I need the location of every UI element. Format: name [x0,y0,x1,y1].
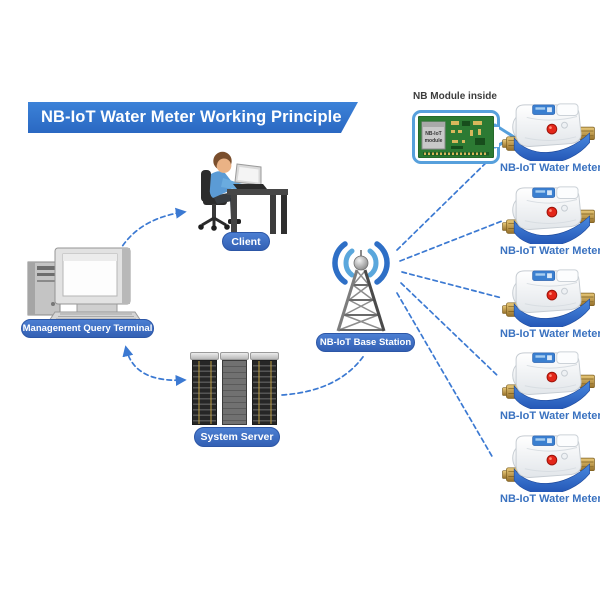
client-badge: Client [222,232,270,251]
server-rack [192,360,217,425]
water-meter-icon [502,103,595,161]
water-meter-label: NB-IoT Water Meter [500,410,600,422]
server-cap [250,352,279,360]
server-rack [222,360,247,425]
pcb-chip-label-line2: module [425,138,443,144]
server-badge: System Server [194,427,280,447]
base-station-badge: NB-IoT Base Station [316,333,415,352]
terminal-badge: Management Query Terminal [21,319,154,338]
page-title: NB-IoT Water Meter Working Principle [28,102,358,133]
water-meter-node: NB-IoT Water Meter [500,432,600,505]
server-rack [252,360,277,425]
server-cap [220,352,249,360]
base-station-tower-icon [332,241,390,332]
water-meter-label: NB-IoT Water Meter [500,162,600,174]
radio-waves-icon [332,241,390,285]
water-meter-node: NB-IoT Water Meter [500,349,600,422]
link-station-meter-3 [401,271,503,299]
water-meter-node: NB-IoT Water Meter [500,184,600,257]
water-meter-label: NB-IoT Water Meter [500,245,600,257]
water-meter-label: NB-IoT Water Meter [500,493,600,505]
link-station-meter-2 [399,220,503,262]
water-meter-node: NB-IoT Water Meter [500,101,600,174]
person-at-desk-icon [198,151,288,234]
module-callout-box: NB-IoT module [412,110,500,164]
server-rack-icon [190,352,280,430]
server-cap [190,352,219,360]
water-meter-icon [502,434,595,492]
water-meter-icon [502,269,595,327]
water-meter-icon [502,351,595,409]
link-station-meter-4 [400,282,500,378]
module-label: NB Module inside [413,91,497,102]
pcb-module-icon: NB-IoT module [418,116,494,158]
link-server-basestation [281,353,366,396]
pcb-chip-label-line1: NB-IoT [425,131,441,137]
water-meter-label: NB-IoT Water Meter [500,328,600,340]
link-station-meter-5 [396,292,494,459]
arrow-terminal-server [122,345,187,387]
water-meter-icon [502,186,595,244]
water-meter-node: NB-IoT Water Meter [500,267,600,340]
desktop-computer-icon [27,247,142,322]
link-station-meter-1 [396,151,498,251]
